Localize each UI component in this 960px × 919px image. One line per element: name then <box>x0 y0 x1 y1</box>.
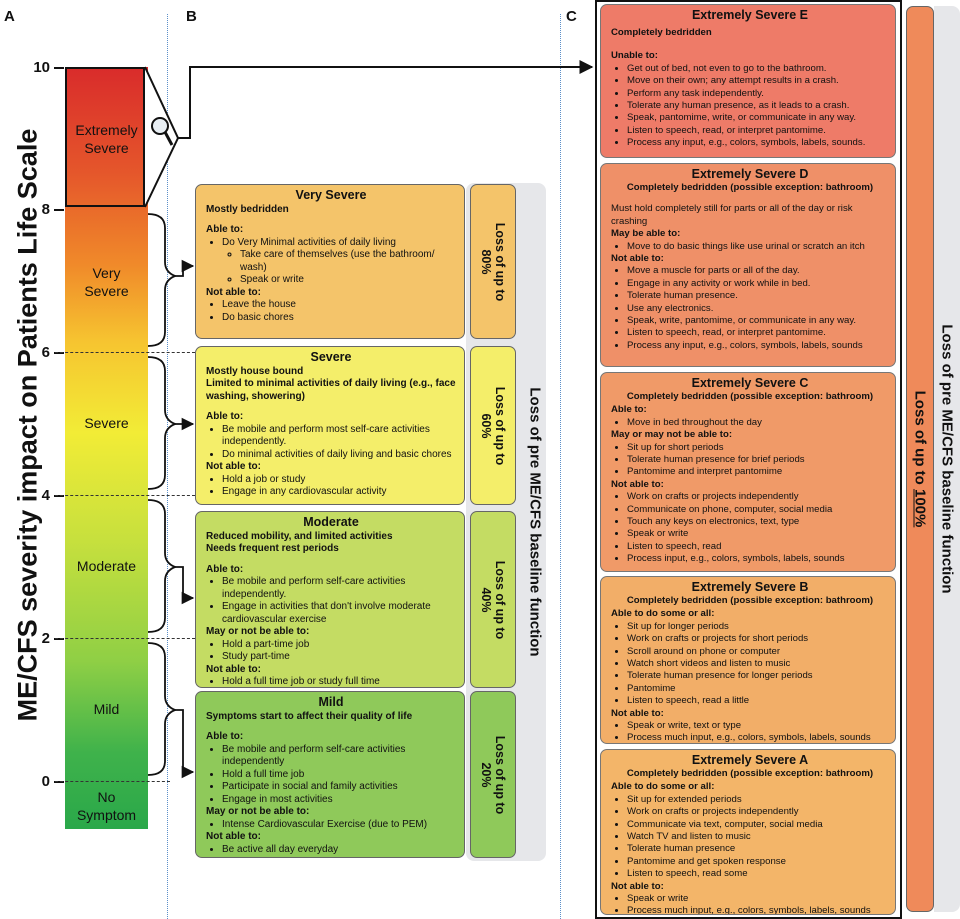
divider-2 <box>55 638 195 639</box>
box-extremely-severe-c: Extremely Severe C Completely bedridden … <box>600 372 896 572</box>
tick-6: 6 <box>41 344 50 361</box>
divider-4 <box>55 495 195 496</box>
brace-moderate <box>147 499 178 633</box>
panel-label-c: C <box>566 8 577 25</box>
arrow-moderate <box>175 566 195 605</box>
tick-2: 2 <box>41 630 50 647</box>
divider-0 <box>55 781 170 782</box>
divider-6 <box>55 352 195 353</box>
box-mild: Mild Symptoms start to affect their qual… <box>195 691 465 858</box>
tick-mark-10 <box>54 67 64 69</box>
box-severe: Severe Mostly house bound Limited to min… <box>195 346 465 505</box>
tick-mark-0 <box>54 781 64 783</box>
panel-label-a: A <box>4 8 15 25</box>
level-severe: Severe <box>84 415 129 431</box>
box-moderate: Moderate Reduced mobility, and limited a… <box>195 511 465 688</box>
arrow-mild <box>175 709 195 779</box>
magnifier-icon <box>151 117 169 135</box>
extremely-severe-highlight <box>65 67 145 207</box>
severity-gradient-bar <box>65 67 148 829</box>
level-moderate: Moderate <box>76 558 137 574</box>
box-extremely-severe-e: Extremely Severe E Completely bedridden … <box>600 4 896 158</box>
tick-mark-4 <box>54 495 64 497</box>
tick-8: 8 <box>41 201 50 218</box>
zoom-callout <box>144 66 180 208</box>
separator-a-b <box>167 14 168 919</box>
box-extremely-severe-b: Extremely Severe B Completely bedridden … <box>600 576 896 744</box>
brace-severe <box>147 356 178 490</box>
loss-bar-100: Loss of up to 100% <box>906 6 934 912</box>
tick-0: 0 <box>41 773 50 790</box>
brace-mild <box>147 642 178 776</box>
tick-mark-2 <box>54 638 64 640</box>
arrow-very-severe <box>175 259 195 277</box>
box-extremely-severe-d: Extremely Severe D Completely bedridden … <box>600 163 896 367</box>
loss-backdrop-c <box>934 6 960 912</box>
extremely-severe-frame <box>595 0 902 919</box>
box-extremely-severe-a: Extremely Severe A Completely bedridden … <box>600 749 896 915</box>
magnifier-handle <box>163 131 174 146</box>
tick-4: 4 <box>41 487 50 504</box>
tick-10: 10 <box>33 59 50 76</box>
separator-b-c <box>560 14 561 919</box>
brace-very-severe <box>147 213 178 347</box>
panel-label-b: B <box>186 8 197 25</box>
tick-mark-6 <box>54 352 64 354</box>
tick-mark-8 <box>54 209 64 211</box>
arrow-to-panel-c <box>178 60 594 139</box>
level-mild: Mild <box>93 701 120 717</box>
box-very-severe: Very Severe Mostly bedridden Able to: Do… <box>195 184 465 339</box>
